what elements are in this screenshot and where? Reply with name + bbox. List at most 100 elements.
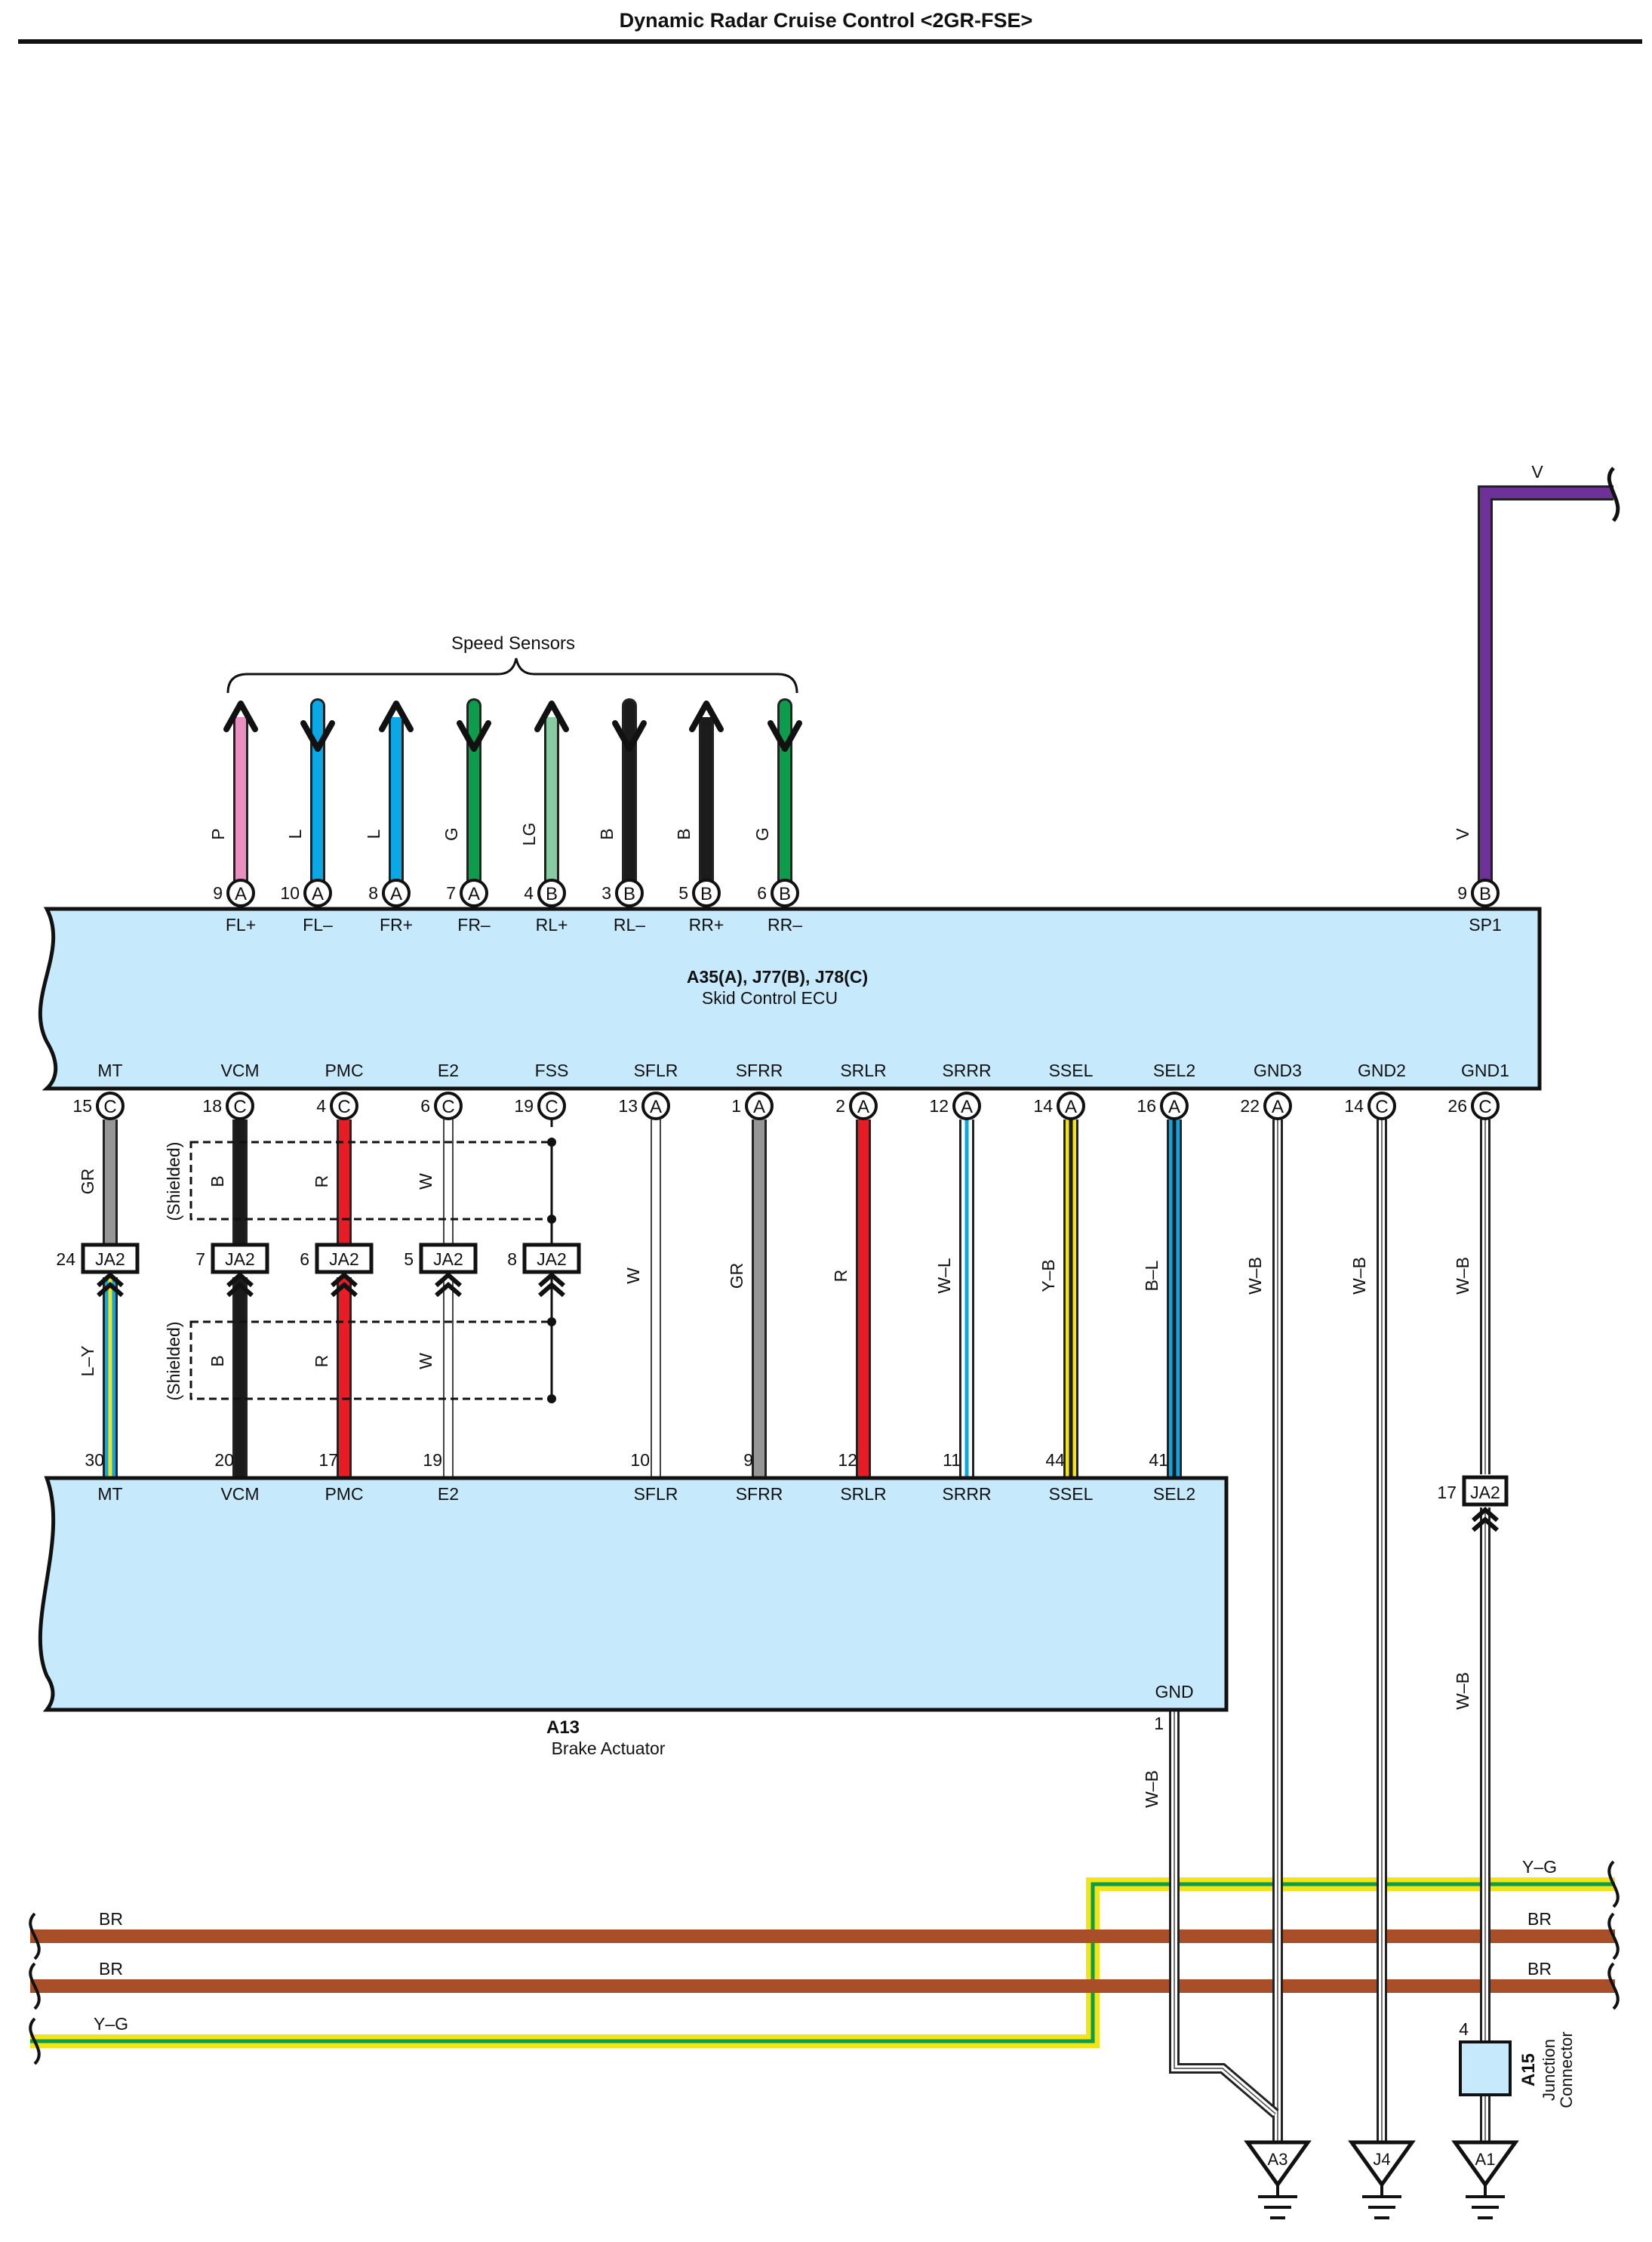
shield-junction-dot (547, 1394, 556, 1403)
wire-color-label: GR (78, 1169, 97, 1195)
pin-number: 3 (601, 883, 611, 903)
wire-color-label: BR (1527, 1959, 1552, 1979)
terminal-name: SRLR (840, 1484, 886, 1504)
ground-point-triangle (1244, 2140, 1312, 2188)
pin-connector-marker (303, 879, 332, 907)
pin-number: 4 (1459, 2019, 1469, 2039)
terminal-name: FL– (303, 915, 333, 935)
ja2-connector (1462, 1475, 1509, 1507)
connector-letter: A (753, 1097, 765, 1117)
pin-number: 14 (1033, 1096, 1053, 1116)
pin-number: 4 (316, 1096, 326, 1116)
wire-color-label: R (312, 1355, 331, 1368)
terminal-name: VCM (220, 1484, 259, 1504)
wire-color-label: Y–B (1038, 1259, 1058, 1292)
ja2-chevron (538, 1272, 565, 1288)
pin-connector-marker (330, 1092, 358, 1120)
pin-connector-marker (615, 879, 644, 907)
ground-point-triangle (1348, 2140, 1416, 2188)
pin-connector-marker (1057, 1092, 1085, 1120)
pin-number: 1 (731, 1096, 741, 1116)
pin-number: 5 (678, 883, 688, 903)
connector-letter: A (1272, 1097, 1284, 1117)
pin-number: 8 (368, 883, 378, 903)
terminal-name: FR– (457, 915, 491, 935)
wire-color-label: R (312, 1175, 331, 1188)
pin-number: 6 (300, 1249, 309, 1269)
terminal-name: E2 (438, 1061, 459, 1080)
pin-connector-marker (849, 1092, 878, 1120)
terminal-name: SFLR (634, 1061, 678, 1080)
connector-letter: A (857, 1097, 869, 1117)
sp1-wire (1480, 488, 1614, 883)
shield-box-lower (189, 1320, 553, 1400)
terminal-name: MT (97, 1061, 122, 1080)
signal-down-arrow (457, 720, 491, 752)
pin-number: 10 (630, 1450, 650, 1470)
pin-number: 1 (1154, 1714, 1164, 1733)
pin-connector-marker (1160, 1092, 1189, 1120)
connector-letter: C (337, 1097, 350, 1117)
pin-number: 44 (1045, 1450, 1065, 1470)
shielded-label: (Shielded) (164, 1142, 183, 1221)
terminal-name: SFRR (736, 1061, 783, 1080)
wire-color-label: L–Y (78, 1346, 97, 1377)
connector-letter: A (1065, 1097, 1077, 1117)
sp1-wire-outline (1478, 485, 1614, 883)
ja2-connector (81, 1243, 140, 1274)
ja2-chevron (331, 1272, 358, 1288)
connector-letter: B (700, 884, 712, 904)
pin-number: 7 (446, 883, 456, 903)
pin-number: 30 (85, 1450, 104, 1470)
actuator-gnd-wire-outline (1169, 1711, 1279, 2118)
wire-color-label: R (831, 1270, 851, 1283)
actuator-gnd-wire-center (1174, 1711, 1276, 2114)
shield-junction-dot (547, 1138, 556, 1147)
pin-number: 14 (1344, 1096, 1364, 1116)
wire-color-label: V (1531, 462, 1543, 482)
junction-connector-a15 (1459, 2040, 1512, 2096)
ja2-label: JA2 (1470, 1483, 1500, 1502)
page-title: Dynamic Radar Cruise Control <2GR-FSE> (619, 9, 1033, 32)
ground-point-label: A1 (1475, 2150, 1496, 2169)
actuator-name: Brake Actuator (552, 1738, 666, 1758)
terminal-name: SEL2 (1153, 1484, 1195, 1504)
wire-color-label: P (208, 828, 228, 839)
ja2-chevron (331, 1282, 358, 1298)
terminal-name: GND2 (1358, 1061, 1406, 1080)
signal-down-arrow (768, 720, 802, 752)
pin-connector-marker (641, 1092, 670, 1120)
signal-down-arrow (300, 720, 335, 752)
ja2-chevron (1472, 1507, 1499, 1523)
signal-up-arrow (534, 701, 569, 732)
wire-color-label: W–B (1349, 1257, 1369, 1295)
pin-number: 9 (743, 1450, 753, 1470)
connector-letter: A (235, 884, 247, 904)
terminal-name: RR– (768, 915, 802, 935)
terminal-name: MT (97, 1484, 122, 1504)
pin-number: 19 (514, 1096, 534, 1116)
pin-connector-marker (692, 879, 721, 907)
pin-number: 26 (1447, 1096, 1467, 1116)
terminal-name: SFLR (634, 1484, 678, 1504)
break-mark (29, 1912, 41, 1960)
wire-color-label: B (208, 1175, 227, 1187)
pin-number: 19 (423, 1450, 442, 1470)
pin-connector-marker (460, 879, 488, 907)
brake-actuator-body (38, 1476, 1229, 1712)
junction-name: Connector (1557, 2031, 1576, 2108)
connector-letter: B (779, 884, 791, 904)
terminal-name: E2 (438, 1484, 459, 1504)
connector-letter: A (312, 884, 324, 904)
connector-letter: B (623, 884, 635, 904)
pin-number: 10 (280, 883, 300, 903)
wire-color-label: B–L (1142, 1260, 1161, 1291)
ja2-label: JA2 (537, 1249, 567, 1269)
pin-connector-marker (382, 879, 411, 907)
ja2-label: JA2 (95, 1249, 125, 1269)
ja2-label: JA2 (433, 1249, 463, 1269)
terminal-name: SP1 (1469, 915, 1501, 935)
wire-color-label: L (364, 829, 383, 839)
wire-color-label: V (1453, 828, 1472, 840)
ja2-chevron (97, 1282, 124, 1298)
